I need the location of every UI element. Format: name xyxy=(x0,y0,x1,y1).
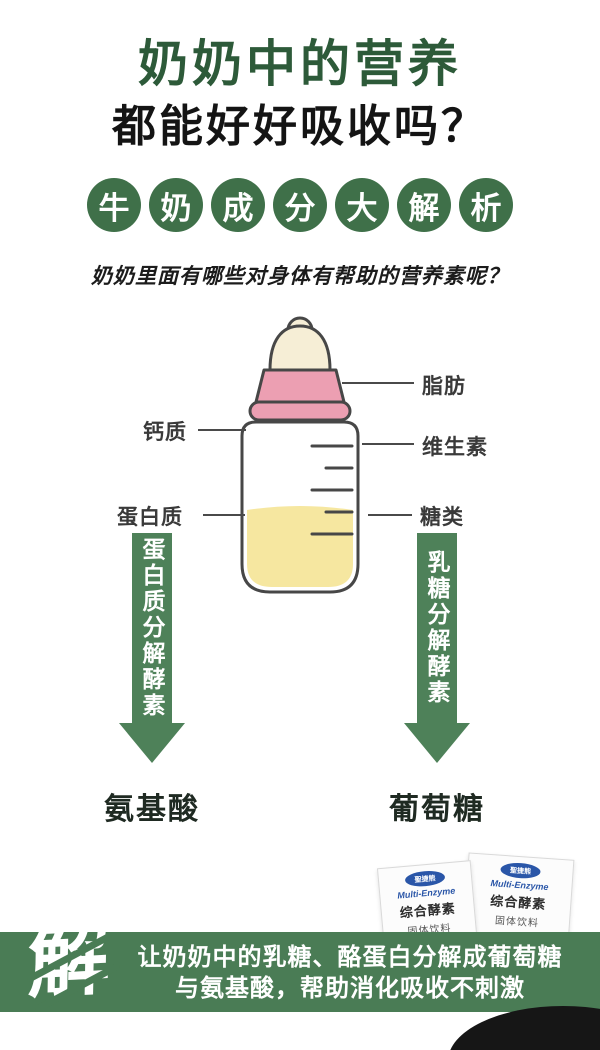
result-amino-acid: 氨基酸 xyxy=(104,793,200,826)
page-title: 奶奶中的营养 xyxy=(138,36,462,92)
circle-char: 析 xyxy=(459,178,513,232)
baby-bottle-illustration xyxy=(240,316,360,594)
connector-line-calcium xyxy=(198,429,246,431)
label-protein: 蛋白质 xyxy=(117,506,183,529)
circle-char: 大 xyxy=(335,178,389,232)
circle-char: 分 xyxy=(273,178,327,232)
connector-line-vitamin xyxy=(362,443,414,445)
connector-line-protein xyxy=(203,514,245,516)
label-sugar: 糖类 xyxy=(420,506,464,529)
banner-line-2: 与氨基酸，帮助消化吸收不刺激 xyxy=(175,975,525,1002)
result-glucose: 葡萄糖 xyxy=(389,793,485,826)
circle-char: 成 xyxy=(211,178,265,232)
arrow-protein-enzyme-label: 蛋白质分解酵素 xyxy=(139,537,165,719)
circle-char: 解 xyxy=(397,178,451,232)
intro-question: 奶奶里面有哪些对身体有帮助的营养素呢？ xyxy=(91,265,509,288)
arrow-lactose-enzyme-label: 乳糖分解酵素 xyxy=(424,550,450,706)
connector-line-sugar xyxy=(368,514,412,516)
person-head-photo xyxy=(448,1006,600,1050)
circle-char: 牛 xyxy=(87,178,141,232)
label-vitamin: 维生素 xyxy=(422,436,488,459)
circle-char: 奶 xyxy=(149,178,203,232)
product-type: 固体饮料 xyxy=(494,915,540,930)
arrow-head-right xyxy=(404,723,470,763)
connector-line-fat xyxy=(342,382,414,384)
label-fat: 脂肪 xyxy=(422,375,466,398)
label-calcium: 钙质 xyxy=(143,421,187,444)
banner-text: 让奶奶中的乳糖、酪蛋白分解成葡萄糖 与氨基酸，帮助消化吸收不刺激 xyxy=(118,942,582,1004)
section-title-circles: 牛 奶 成 分 大 解 析 xyxy=(0,178,600,232)
product-name: 综合酵素 xyxy=(489,893,547,912)
arrow-protein-enzyme: 蛋白质分解酵素 xyxy=(132,533,172,723)
product-name: 综合酵素 xyxy=(399,900,457,921)
bottom-banner: 解 让奶奶中的乳糖、酪蛋白分解成葡萄糖 与氨基酸，帮助消化吸收不刺激 xyxy=(0,913,600,1013)
arrow-head-left xyxy=(119,723,185,763)
arrow-lactose-enzyme: 乳糖分解酵素 xyxy=(417,533,457,723)
brand-badge: 聖捷熊 xyxy=(404,869,446,888)
page-subtitle: 都能好好吸收吗？ xyxy=(112,102,488,151)
banner-line-1: 让奶奶中的乳糖、酪蛋白分解成葡萄糖 xyxy=(137,944,563,971)
brand-badge: 聖捷熊 xyxy=(500,861,541,880)
